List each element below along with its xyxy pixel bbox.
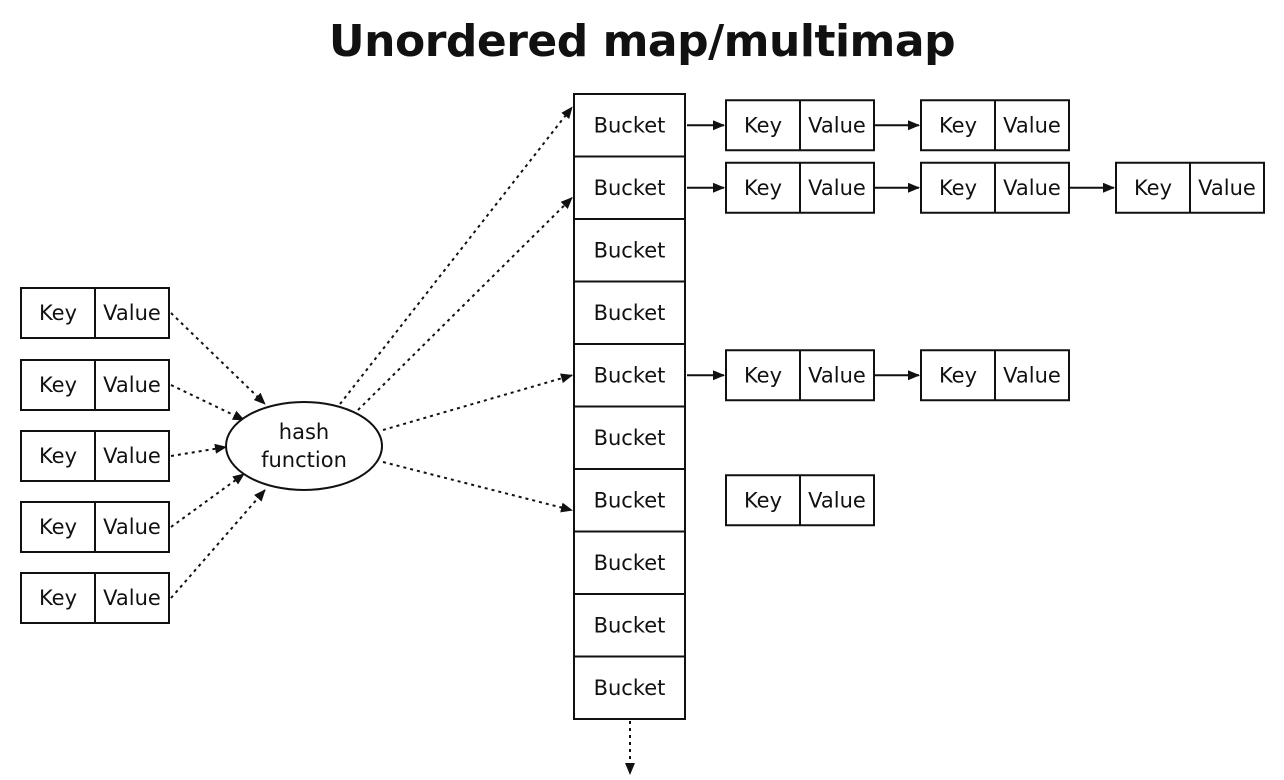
diagram-title: Unordered map/multimap bbox=[328, 16, 956, 67]
hash-to-bucket-arrow-0 bbox=[339, 106, 573, 405]
bucket-outline bbox=[573, 405, 686, 470]
bucket-outline bbox=[573, 655, 686, 720]
bucket-outline bbox=[573, 280, 686, 345]
value-cell-label: Value bbox=[808, 363, 866, 387]
bucket-label: Bucket bbox=[594, 301, 666, 325]
key-cell-label: Key bbox=[39, 444, 77, 468]
value-cell-label: Value bbox=[103, 586, 161, 610]
bucket-outline bbox=[573, 530, 686, 595]
input-pair-2: Key Value bbox=[20, 430, 170, 482]
bucket-0-pair-1: Key Value bbox=[920, 99, 1070, 152]
key-cell-label: Key bbox=[939, 113, 977, 137]
bucket-label: Bucket bbox=[594, 113, 666, 137]
bucket-label: Bucket bbox=[594, 426, 666, 450]
value-cell-label: Value bbox=[1003, 113, 1061, 137]
value-cell-label: Value bbox=[808, 113, 866, 137]
hash-function-label-line2: function bbox=[261, 448, 347, 472]
boxes: BucketBucketBucketBucketBucketBucketBuck… bbox=[20, 93, 1265, 720]
key-cell-label: Key bbox=[939, 363, 977, 387]
bucket-1-pair-1: Key Value bbox=[920, 161, 1070, 214]
bucket-4-pair-0: Key Value bbox=[725, 349, 875, 402]
input-pair-3: Key Value bbox=[20, 501, 170, 553]
value-cell-label: Value bbox=[1003, 176, 1061, 200]
hash-to-bucket-arrow-1 bbox=[357, 197, 573, 411]
input-to-hash-arrow-1 bbox=[170, 384, 245, 421]
bucket-5: Bucket bbox=[573, 405, 686, 470]
key-cell-label: Key bbox=[744, 488, 782, 512]
bucket-0: Bucket bbox=[573, 93, 686, 158]
bucket-outline bbox=[573, 593, 686, 658]
hash-to-bucket-arrow-6 bbox=[382, 461, 573, 513]
bucket-0-pair-0: Key Value bbox=[725, 99, 875, 152]
value-cell-label: Value bbox=[1198, 176, 1256, 200]
value-cell-label: Value bbox=[103, 373, 161, 397]
bucket-1-pair-0: Key Value bbox=[725, 161, 875, 214]
value-cell-label: Value bbox=[808, 176, 866, 200]
key-cell-label: Key bbox=[744, 363, 782, 387]
input-pair-4: Key Value bbox=[20, 572, 170, 624]
value-cell-label: Value bbox=[1003, 363, 1061, 387]
input-to-hash-arrow-0 bbox=[170, 312, 266, 405]
key-cell-label: Key bbox=[744, 176, 782, 200]
key-cell-label: Key bbox=[939, 176, 977, 200]
key-cell-label: Key bbox=[39, 301, 77, 325]
bucket-label: Bucket bbox=[594, 363, 666, 387]
key-cell-label: Key bbox=[39, 515, 77, 539]
bucket-array: BucketBucketBucketBucketBucketBucketBuck… bbox=[573, 93, 686, 720]
key-cell-label: Key bbox=[744, 113, 782, 137]
bucket-outline bbox=[573, 155, 686, 220]
input-to-hash-arrow-4 bbox=[170, 489, 266, 599]
bucket-1: Bucket bbox=[573, 155, 686, 220]
value-cell-label: Value bbox=[808, 488, 866, 512]
input-pair-0: Key Value bbox=[20, 287, 170, 339]
bucket-label: Bucket bbox=[594, 613, 666, 637]
bucket-7: Bucket bbox=[573, 530, 686, 595]
input-to-hash-arrow-3 bbox=[170, 473, 245, 528]
bucket-4-pair-1: Key Value bbox=[920, 349, 1070, 402]
key-cell-label: Key bbox=[1134, 176, 1172, 200]
bucket-6-pair-0: Key Value bbox=[725, 474, 875, 527]
bucket-outline bbox=[573, 468, 686, 533]
hash-function-label-line1: hash bbox=[279, 420, 329, 444]
bucket-label: Bucket bbox=[594, 176, 666, 200]
input-to-hash-arrow-2 bbox=[170, 443, 227, 457]
bucket-label: Bucket bbox=[594, 551, 666, 575]
hash-function: hash function bbox=[225, 401, 383, 491]
bucket-4: Bucket bbox=[573, 343, 686, 408]
bucket-8: Bucket bbox=[573, 593, 686, 658]
bucket-2: Bucket bbox=[573, 218, 686, 283]
value-cell-label: Value bbox=[103, 444, 161, 468]
bucket-label: Bucket bbox=[594, 488, 666, 512]
bucket-label: Bucket bbox=[594, 676, 666, 700]
hash-to-bucket-arrow-4 bbox=[382, 373, 573, 431]
bucket-3: Bucket bbox=[573, 280, 686, 345]
key-cell-label: Key bbox=[39, 586, 77, 610]
bucket-9: Bucket bbox=[573, 655, 686, 720]
key-cell-label: Key bbox=[39, 373, 77, 397]
bucket-outline bbox=[573, 343, 686, 408]
bucket-6: Bucket bbox=[573, 468, 686, 533]
hash-function-ellipse bbox=[225, 401, 383, 491]
bucket-outline bbox=[573, 218, 686, 283]
bucket-label: Bucket bbox=[594, 238, 666, 262]
bucket-outline bbox=[573, 93, 686, 158]
value-cell-label: Value bbox=[103, 515, 161, 539]
value-cell-label: Value bbox=[103, 301, 161, 325]
connector-lines bbox=[170, 106, 1115, 775]
bucket-1-pair-2: Key Value bbox=[1115, 161, 1265, 214]
input-pair-1: Key Value bbox=[20, 359, 170, 411]
